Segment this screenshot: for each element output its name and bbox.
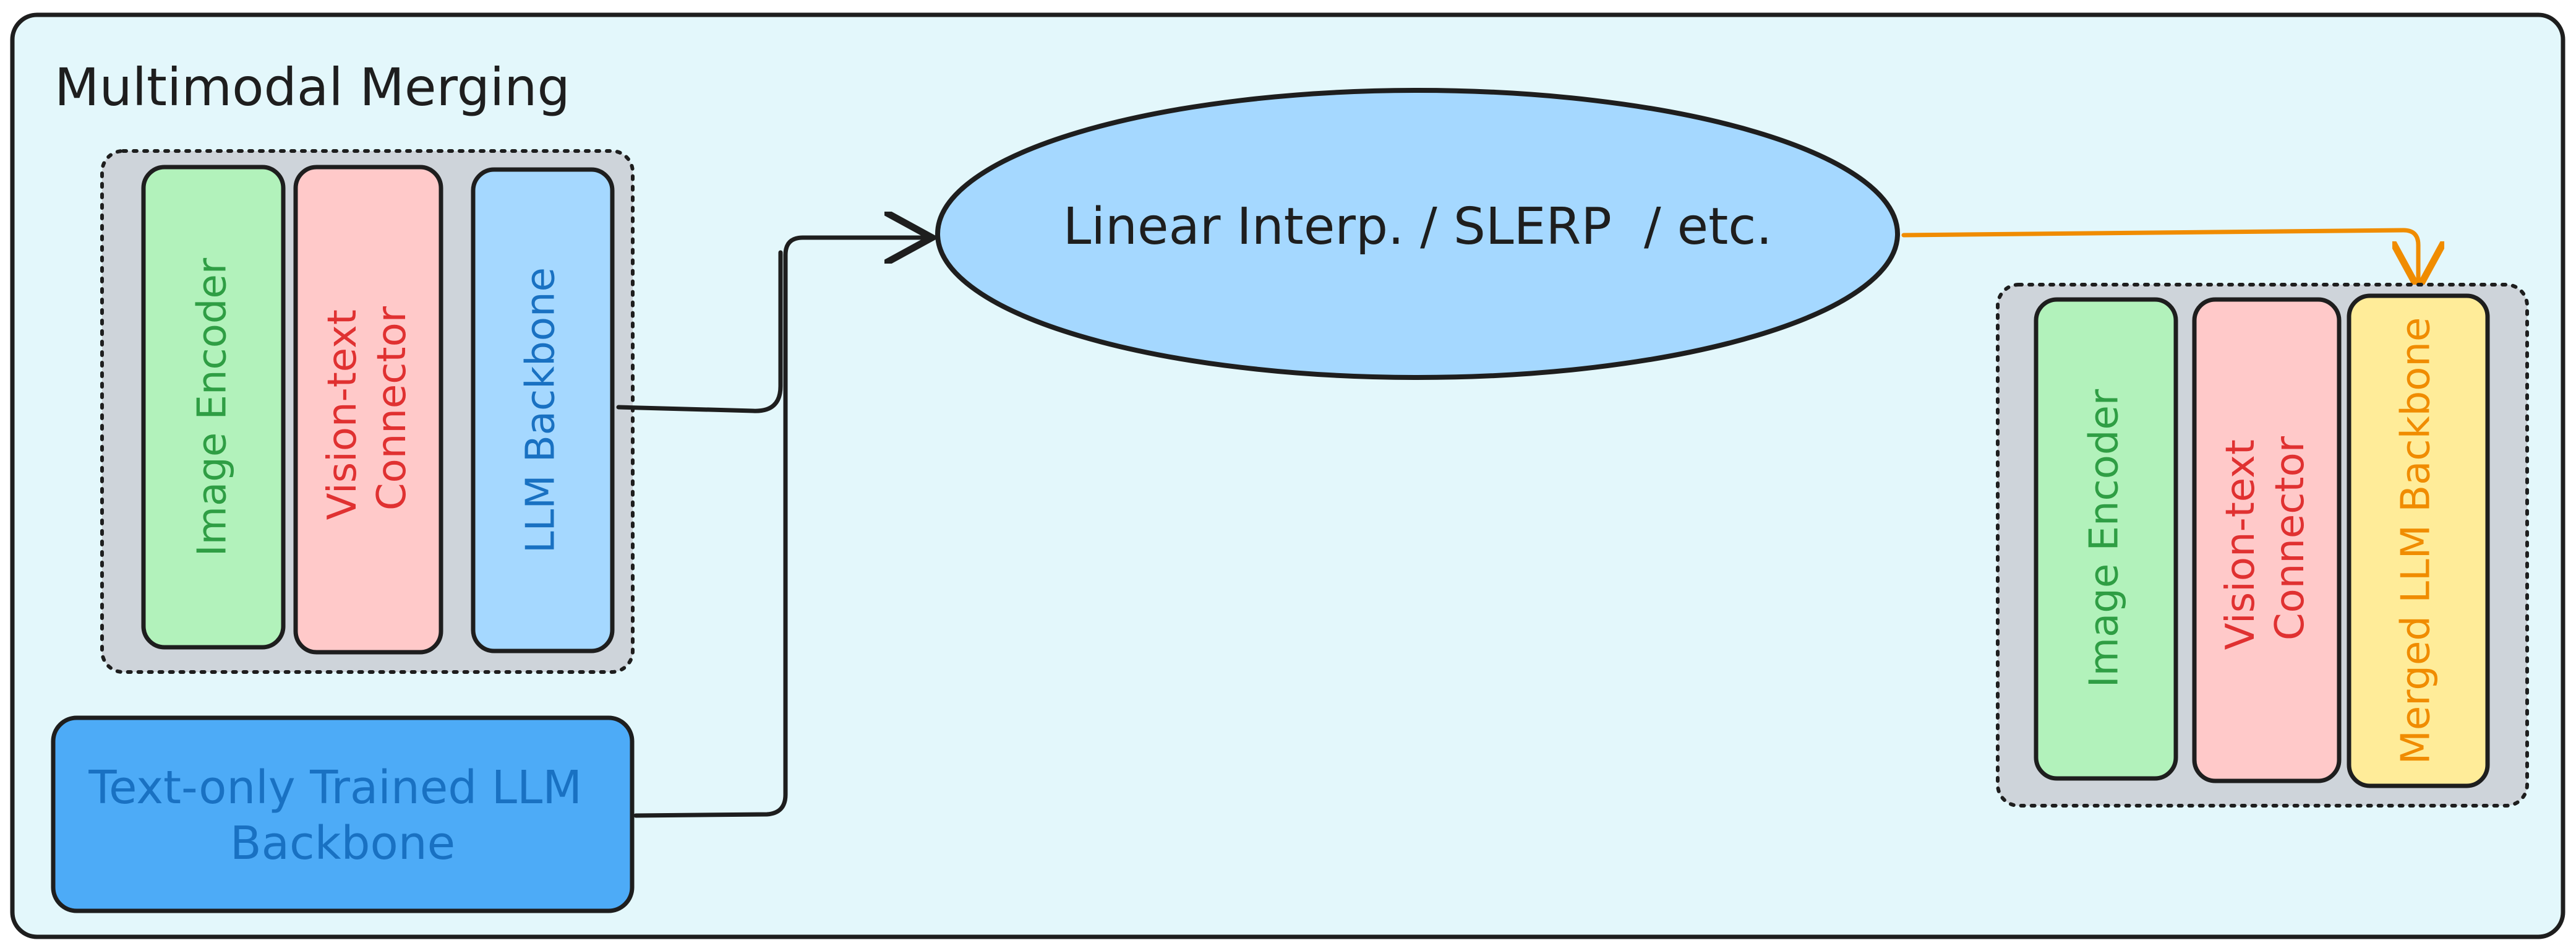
merge-method-ellipse [935, 88, 1900, 380]
text-only-llm-label: Text-only Trained LLM Backbone [88, 761, 596, 870]
merged-backbone-block [2347, 293, 2490, 788]
merge-method-label: Linear Interp. / SLERP / etc. [1063, 197, 1773, 256]
merged-connector-label: Vision-text Connector [2218, 427, 2313, 650]
source-backbone-block [471, 167, 615, 653]
source-connector-label-line2: Connector [369, 306, 415, 511]
merged-connector-label-line1: Vision-text [2218, 439, 2264, 650]
merged-connector-block [2192, 297, 2342, 783]
source-image-encoder-block [141, 165, 286, 650]
merged-image-encoder-block [2034, 297, 2178, 781]
source-connector-block [293, 165, 443, 655]
diagram-title: Multimodal Merging [54, 57, 570, 118]
backbone-to-method-line [616, 250, 783, 413]
source-connector-label-line1: Vision-text [320, 309, 366, 520]
text-llm-to-method-line [633, 238, 928, 818]
outer-panel [10, 12, 2565, 939]
method-to-merged-arrow [1901, 228, 2418, 285]
text-only-llm-label-line1: Text-only Trained LLM [88, 761, 582, 814]
source-connector-label: Vision-text Connector [320, 297, 415, 520]
merged-backbone-label: Merged LLM Backbone [2394, 317, 2439, 765]
source-backbone-label: LLM Backbone [518, 267, 564, 553]
text-only-llm-label-line2: Backbone [230, 817, 455, 870]
merged-image-encoder-label: Image Encoder [2082, 389, 2128, 687]
merged-connector-label-line2: Connector [2267, 436, 2313, 640]
text-only-llm-block [51, 715, 635, 913]
source-image-encoder-label: Image Encoder [190, 257, 236, 556]
